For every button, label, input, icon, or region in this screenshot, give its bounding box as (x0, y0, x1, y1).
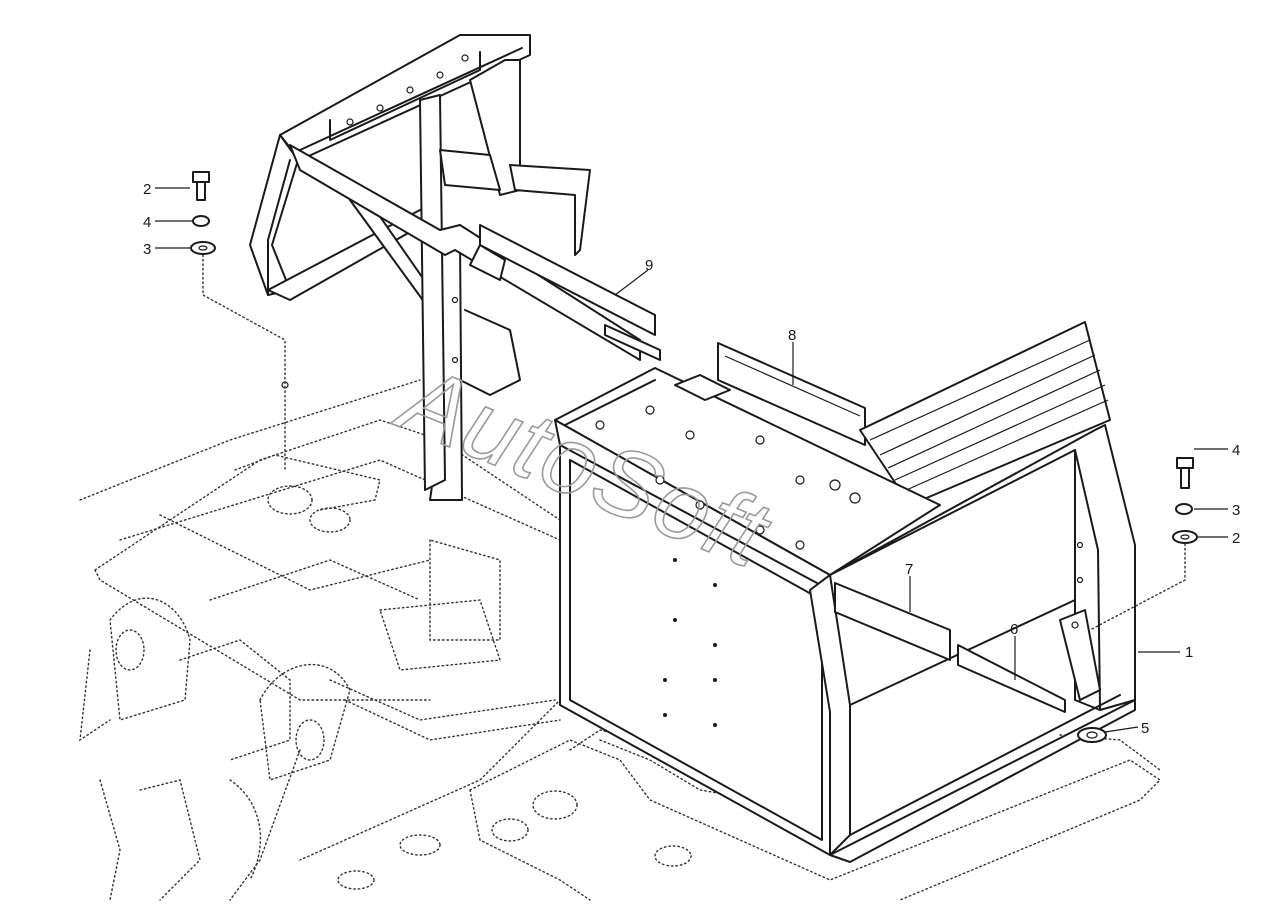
callout-6: 6 (1010, 621, 1018, 638)
chassis-outline (79, 379, 1162, 901)
strip-8 (717, 342, 866, 446)
callouts: 2 4 3 9 8 7 6 1 5 4 3 2 (143, 181, 1240, 737)
fasteners-left (190, 171, 286, 471)
seat-box (554, 321, 1136, 863)
callout-2-right: 2 (1232, 530, 1240, 547)
mount-5 (1077, 727, 1107, 743)
strip-6 (957, 644, 1066, 713)
rear-frame (249, 34, 641, 501)
callout-2-left: 3 (143, 241, 151, 258)
callout-4-left: 2 (143, 181, 151, 198)
callout-3-left: 4 (143, 214, 151, 231)
strip-7 (834, 582, 951, 661)
callout-8: 8 (788, 327, 796, 344)
callout-7: 7 (905, 561, 913, 578)
callout-1: 1 (1185, 644, 1193, 661)
callout-5: 5 (1141, 720, 1149, 737)
fasteners-right (1089, 457, 1198, 631)
callout-9: 9 (645, 257, 653, 274)
callout-3-right: 3 (1232, 502, 1240, 519)
strip-9 (469, 224, 661, 361)
callout-4-right: 4 (1232, 442, 1240, 459)
